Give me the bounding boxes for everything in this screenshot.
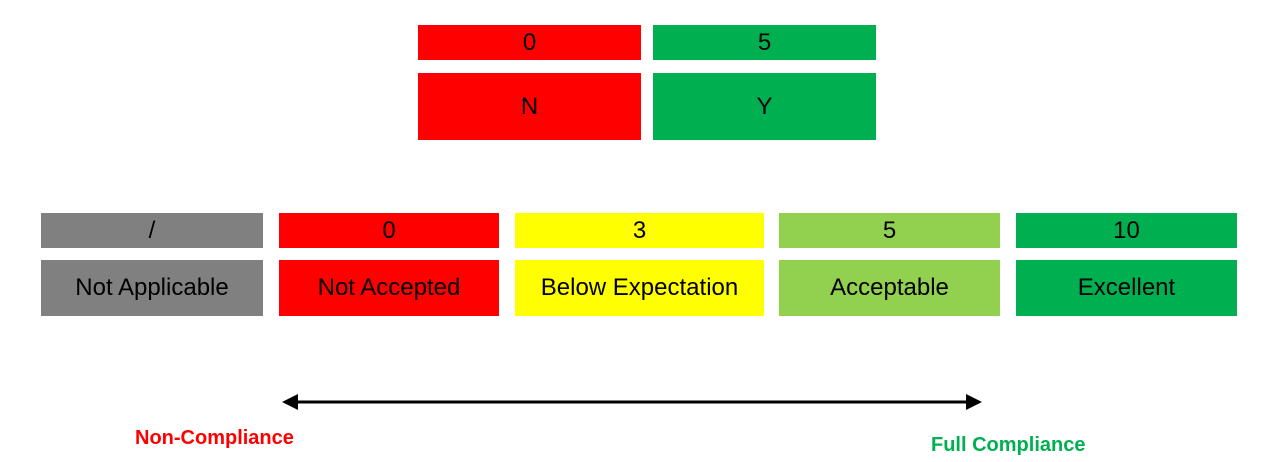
rating-label-acceptable: Acceptable (779, 260, 1000, 316)
rating-label-excellent: Excellent (1016, 260, 1237, 316)
non-compliance-label: Non-Compliance (135, 427, 294, 449)
binary-score-n: 0 (418, 25, 641, 60)
binary-label-y: Y (653, 73, 876, 140)
rating-score-not-accepted: 0 (279, 213, 499, 248)
rating-label-below-expectation: Below Expectation (515, 260, 764, 316)
rating-score-excellent: 10 (1016, 213, 1237, 248)
rating-score-not-applicable: / (41, 213, 263, 248)
rating-score-acceptable: 5 (779, 213, 1000, 248)
rating-label-not-accepted: Not Accepted (279, 260, 499, 316)
binary-score-y: 5 (653, 25, 876, 60)
binary-label-n: N (418, 73, 641, 140)
rating-score-below-expectation: 3 (515, 213, 764, 248)
compliance-arrow (282, 394, 982, 410)
rating-label-not-applicable: Not Applicable (41, 260, 263, 316)
full-compliance-label: Full Compliance (931, 434, 1086, 456)
